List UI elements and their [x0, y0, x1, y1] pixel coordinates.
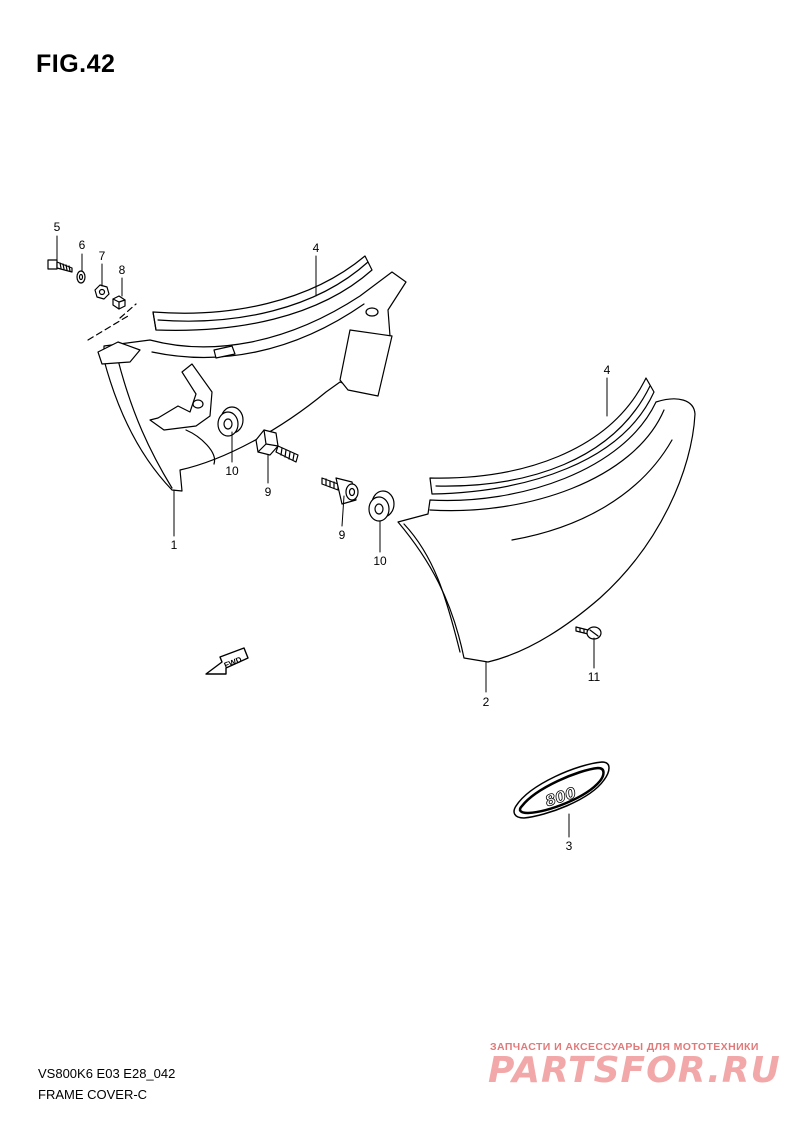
section-name: FRAME COVER-C [38, 1087, 148, 1102]
figure-title: FIG.42 [36, 50, 116, 78]
callout-4-lower: 4 [604, 363, 611, 377]
leader-lines [56, 235, 608, 838]
callout-2: 2 [483, 695, 490, 709]
callout-10-left: 10 [225, 464, 239, 478]
screw-part-9-middle [321, 477, 359, 505]
emblem-part-3 [513, 761, 610, 819]
frame-cover-part-1 [97, 271, 407, 492]
collar-part-8 [112, 295, 126, 310]
callout-7: 7 [99, 249, 106, 263]
screw-part-11 [575, 626, 602, 640]
washer-part-6 [76, 270, 86, 284]
watermark-tagline: ЗАПЧАСТИ И АКСЕССУАРЫ ДЛЯ МОТОТЕХНИКИ [490, 1041, 759, 1053]
callout-11: 11 [588, 670, 601, 684]
callout-8: 8 [119, 263, 126, 277]
grommet-part-10-middle [368, 490, 395, 522]
callout-6: 6 [79, 238, 86, 252]
callout-1: 1 [171, 538, 178, 552]
callout-5: 5 [54, 220, 61, 234]
model-code: VS800K6 E03 E28_042 [38, 1066, 176, 1081]
side-cover-part-2 [397, 398, 696, 663]
screw-part-9-left [255, 429, 299, 463]
bolt-part-5 [47, 259, 73, 273]
trim-strip-part-4-upper [152, 255, 373, 331]
callout-10-middle: 10 [373, 554, 387, 568]
callout-9-middle: 9 [339, 528, 346, 542]
callout-4-upper: 4 [313, 241, 320, 255]
fwd-arrow-icon [205, 647, 249, 675]
grommet-part-10-left [217, 406, 244, 437]
callout-9-left: 9 [265, 485, 272, 499]
callout-3: 3 [566, 839, 573, 853]
assembly-line [87, 303, 137, 341]
trim-strip-part-4-lower [429, 377, 655, 495]
watermark-logo: PARTSFOR.RU [488, 1050, 781, 1091]
nut-part-7 [94, 284, 110, 300]
